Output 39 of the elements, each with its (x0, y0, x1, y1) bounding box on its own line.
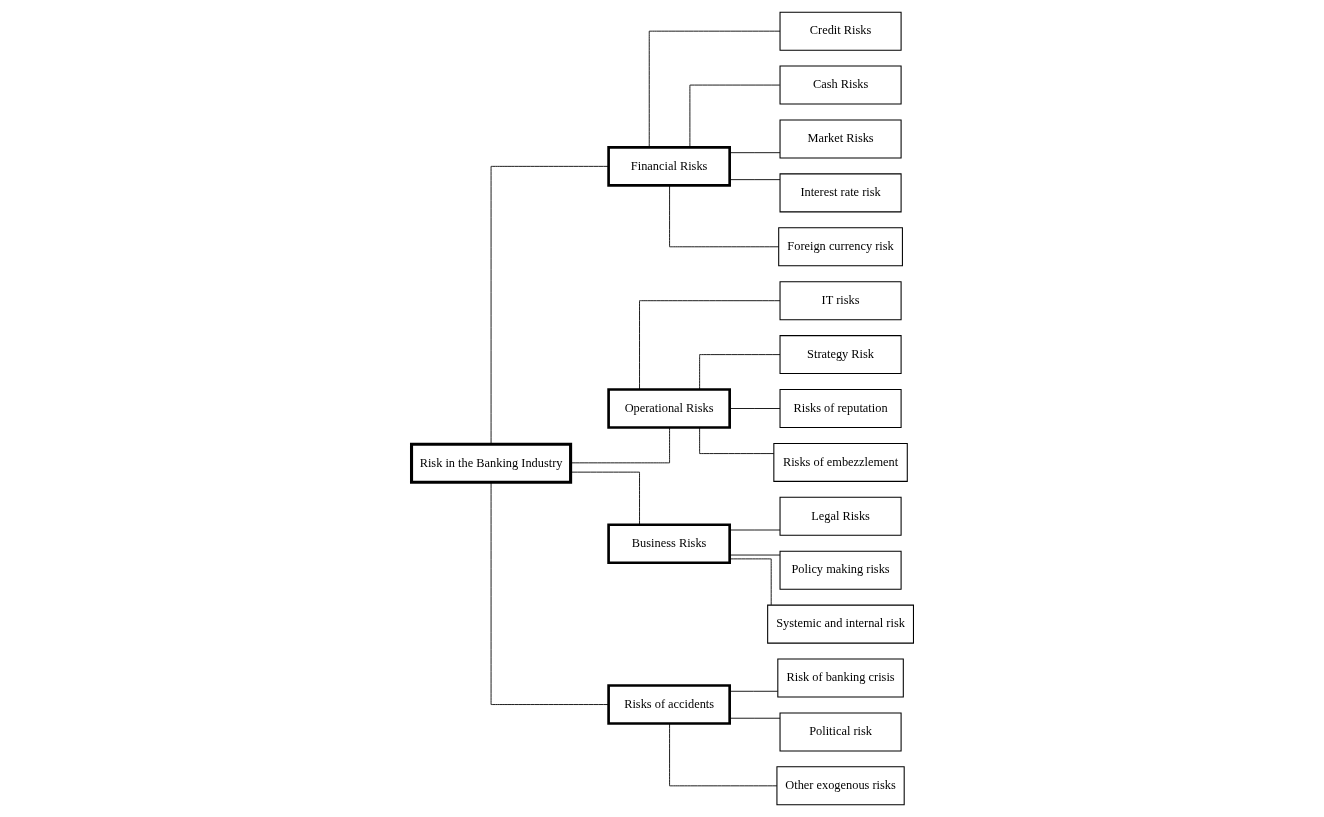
node-box: Cash Risks (779, 65, 902, 105)
connector (728, 558, 772, 606)
connector (728, 408, 780, 409)
node-box: Strategy Risk (779, 335, 902, 375)
connector (490, 482, 609, 705)
connector (728, 179, 780, 181)
node-box: Business Risks (606, 523, 731, 565)
node-box: Foreign currency risk (777, 227, 903, 267)
node-box: Other exogenous risks (775, 766, 905, 806)
node-box: Risks of embezzlement (772, 442, 908, 482)
node-box: Systemic and internal risk (766, 604, 914, 644)
connector (638, 300, 780, 390)
node-box: Credit Risks (779, 11, 902, 51)
connector (728, 717, 780, 719)
node-box: Political risk (779, 712, 902, 752)
node-box: Risks of accidents (606, 684, 731, 725)
node-box: Risk in the Banking Industry (409, 442, 572, 484)
connector (648, 30, 780, 148)
connector (698, 354, 780, 390)
connector (688, 84, 780, 148)
connector (569, 427, 670, 464)
connector (728, 690, 778, 692)
connector (570, 471, 640, 525)
node-box: Risks of reputation (779, 388, 902, 429)
node-box: Risk of banking crisis (776, 658, 904, 698)
connector (728, 554, 780, 556)
connector (490, 165, 609, 445)
node-box: Financial Risks (606, 146, 731, 187)
node-box: Policy making risks (779, 550, 902, 590)
connector (668, 185, 779, 248)
node-box: Operational Risks (606, 388, 731, 429)
node-box: Legal Risks (779, 496, 902, 536)
connector (728, 529, 780, 531)
node-box: IT risks (779, 281, 902, 321)
connector (728, 152, 780, 154)
node-box: Market Risks (779, 119, 902, 159)
connector (698, 427, 774, 454)
node-box: Interest rate risk (779, 173, 902, 213)
connector (668, 723, 777, 787)
